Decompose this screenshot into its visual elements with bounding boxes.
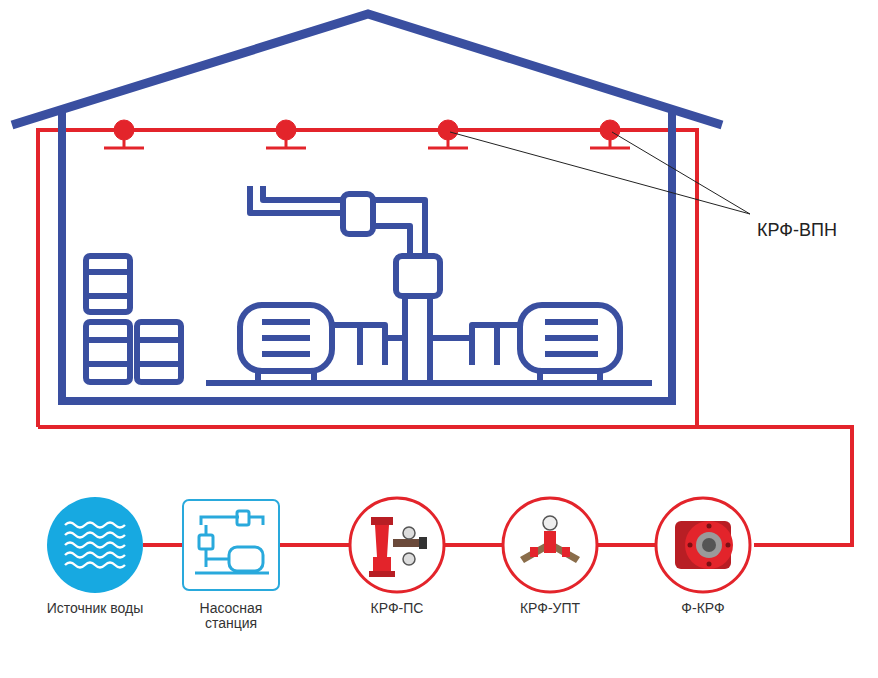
house-outline [12, 14, 722, 401]
leader-lines [450, 132, 750, 214]
valve-unit-circle: КРФ-ПС [347, 495, 447, 616]
pipe-connector [279, 543, 349, 547]
node-label: КРФ-УПТ [500, 601, 600, 616]
pipe-connector [598, 543, 655, 547]
pipe-loop [38, 130, 852, 545]
callout-label: КРФ-ВПН [757, 220, 837, 241]
flanged-valve-circle: Ф-КРФ [653, 495, 753, 616]
node-label: Насосная станция [181, 601, 281, 631]
node-outline [181, 495, 281, 595]
node-label: Источник воды [45, 601, 145, 616]
pipe-connector [445, 543, 502, 547]
node-outline [500, 495, 600, 595]
node-outline [653, 495, 753, 595]
pipe-connector [143, 543, 183, 547]
pump-station-box: Насосная станция [181, 495, 281, 631]
equipment [86, 186, 652, 383]
valve-unit-circle: КРФ-УПТ [500, 495, 600, 616]
sprinklers [104, 120, 630, 148]
water-source-circle: Источник воды [45, 495, 145, 616]
node-label: КРФ-ПС [347, 601, 447, 616]
node-outline [347, 495, 447, 595]
node-label: Ф-КРФ [653, 601, 753, 616]
node-outline [45, 495, 145, 595]
